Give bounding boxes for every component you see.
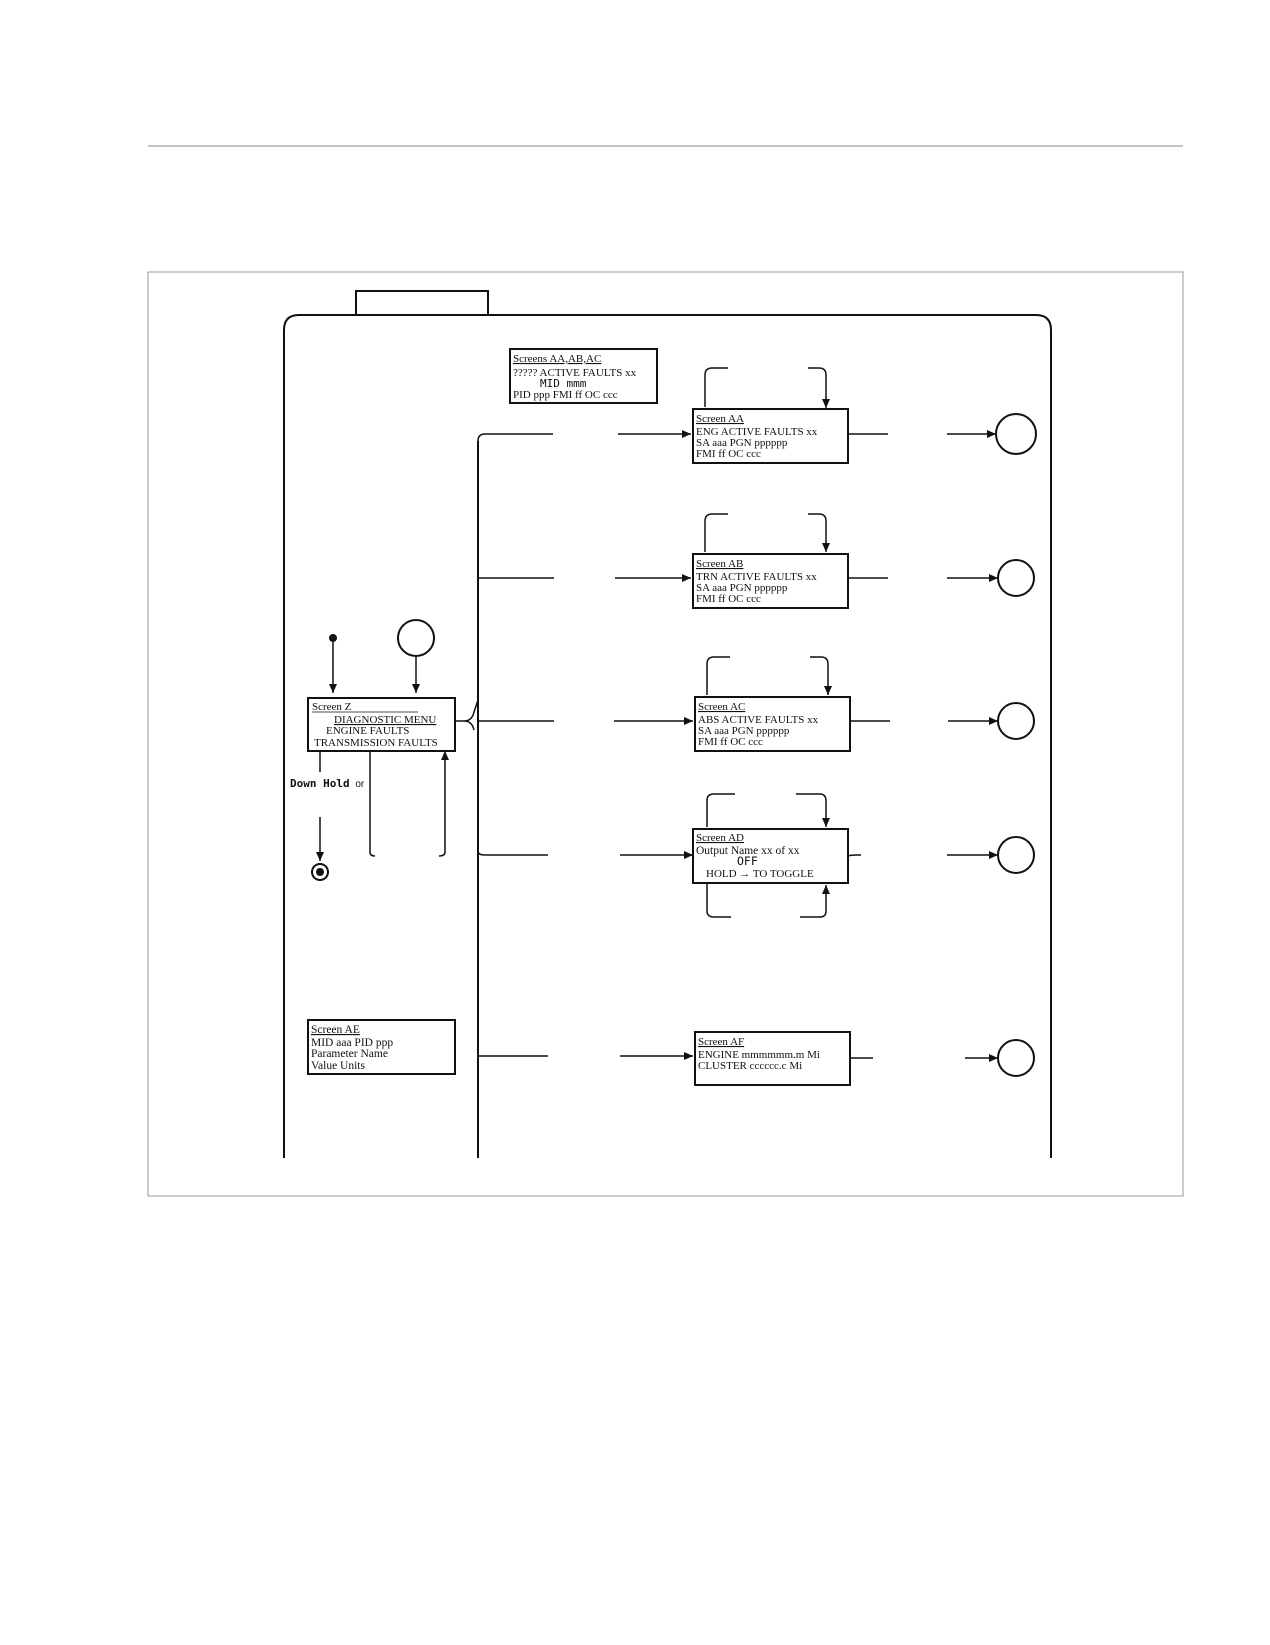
screen-ab-loop	[704, 513, 826, 552]
bus-branches	[477, 433, 554, 1057]
connector-circle-ad	[997, 836, 1035, 874]
screen-aa-loop	[704, 367, 826, 408]
screen-ac-loop	[706, 656, 828, 695]
screen-ad-title: Screen AD	[696, 832, 744, 844]
screen-ab-box: Screen AB TRN ACTIVE FAULTS xx SA aaa PG…	[692, 553, 849, 609]
screen-ac-line-2: SA aaa PGN pppppp	[698, 725, 790, 737]
screen-ab-line-1: TRN ACTIVE FAULTS xx	[696, 571, 817, 583]
entry-point-dot	[329, 634, 337, 642]
screens-legend-title: Screens AA,AB,AC	[513, 353, 601, 365]
screen-ae-line-3: Value Units	[311, 1060, 366, 1072]
end-state-symbol	[311, 863, 329, 881]
screen-aa-title: Screen AA	[696, 413, 744, 425]
screen-ae-line-2: Parameter Name	[311, 1048, 388, 1060]
screen-ab-title: Screen AB	[696, 558, 743, 570]
screen-ad-line-3: HOLD → TO TOGGLE	[706, 868, 814, 880]
screen-ab-line-2: SA aaa PGN pppppp	[696, 582, 788, 594]
screen-af-line-1: ENGINE mmmmmm.m Mi	[698, 1049, 820, 1061]
figure-frame	[147, 271, 1184, 1197]
screen-ac-line-1: ABS ACTIVE FAULTS xx	[698, 714, 819, 726]
screen-aa-line-1: ENG ACTIVE FAULTS xx	[696, 426, 818, 438]
connector-circle-aa	[995, 413, 1037, 455]
screen-ae-box: Screen AE MID aaa PID ppp Parameter Name…	[307, 1019, 456, 1075]
screen-ad-line-2: OFF	[737, 854, 758, 868]
screen-af-box: Screen AF ENGINE mmmmmm.m Mi CLUSTER ccc…	[694, 1031, 851, 1086]
down-hold-label-text: Down Hold	[290, 777, 350, 790]
screen-ab-line-3: FMI ff OC ccc	[696, 593, 761, 605]
screen-ad-bottom-loop	[706, 884, 826, 918]
menu-container	[283, 314, 1052, 1158]
connector-circle-af	[997, 1039, 1035, 1077]
screen-z-loop	[369, 751, 445, 857]
screen-ac-box: Screen AC ABS ACTIVE FAULTS xx SA aaa PG…	[694, 696, 851, 752]
screen-z-brace	[455, 699, 479, 731]
screen-ad-top-loop	[706, 793, 826, 827]
connector-circle-ac	[997, 702, 1035, 740]
screen-z-line-3: TRANSMISSION FAULTS	[314, 737, 438, 749]
connector-circle-ab	[997, 559, 1035, 597]
screen-z-line-1: DIAGNOSTIC MENU	[334, 714, 436, 726]
screen-ad-line-1: Output Name xx of xx	[696, 845, 800, 857]
screen-z-line-2: ENGINE FAULTS	[326, 725, 409, 737]
down-hold-label-suffix: or	[355, 779, 365, 790]
connector-circle-z	[397, 619, 435, 657]
screen-af-title: Screen AF	[698, 1036, 744, 1048]
screen-ae-title: Screen AE	[311, 1024, 360, 1036]
screen-ae-line-1: MID aaa PID ppp	[311, 1037, 393, 1049]
screens-legend-line-2: MID mmm	[540, 377, 587, 390]
screen-ac-title: Screen AC	[698, 701, 745, 713]
screen-ad-box: Screen AD Output Name xx of xx OFF HOLD …	[692, 828, 849, 884]
screen-z-box: Screen Z DIAGNOSTIC MENU ENGINE FAULTS T…	[307, 697, 456, 752]
screens-legend-line-3: PID ppp FMI ff OC ccc	[513, 389, 618, 401]
screen-aa-line-3: FMI ff OC ccc	[696, 448, 761, 460]
screens-legend-line-1: ????? ACTIVE FAULTS xx	[513, 367, 637, 379]
screen-aa-line-2: SA aaa PGN pppppp	[696, 437, 788, 449]
down-hold-label: Down Hold or	[290, 777, 365, 790]
screen-z-title: Screen Z	[312, 701, 352, 713]
screens-legend-box: Screens AA,AB,AC ????? ACTIVE FAULTS xx …	[509, 348, 658, 404]
screen-ad-out	[847, 854, 861, 857]
container-tab	[355, 290, 489, 316]
screen-aa-box: Screen AA ENG ACTIVE FAULTS xx SA aaa PG…	[692, 408, 849, 464]
screen-ac-line-3: FMI ff OC ccc	[698, 736, 763, 748]
screen-af-line-2: CLUSTER cccccc.c Mi	[698, 1060, 802, 1072]
